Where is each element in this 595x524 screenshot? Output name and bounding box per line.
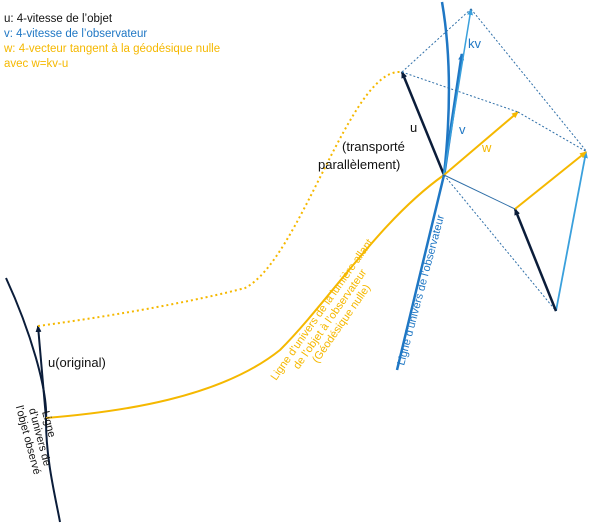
label-observer-worldline: Ligne d’univers de l’observateur xyxy=(395,213,447,366)
parallel-transport-dotted-path xyxy=(37,70,401,327)
legend: u: 4-vitesse de l’objet v: 4-vitesse de … xyxy=(4,12,220,72)
legend-w-line1: w: 4-vecteur tangent à la géodésique nul… xyxy=(4,43,221,55)
object-worldline xyxy=(5,277,61,523)
legend-u: u: 4-vitesse de l’objet xyxy=(4,13,113,25)
w-arrow xyxy=(443,111,519,176)
legend-v: v: 4-vitesse de l’observateur xyxy=(4,28,148,40)
lower-u-arrow xyxy=(513,208,558,312)
lower-kv-arrow xyxy=(555,151,588,312)
u-original-arrow xyxy=(35,325,47,419)
observer-worldline xyxy=(395,1,451,371)
label-w: w xyxy=(481,140,492,155)
construction-lines xyxy=(401,8,588,312)
light-geodesic xyxy=(45,174,445,419)
label-v: v xyxy=(459,122,466,137)
lower-w-arrow xyxy=(514,151,587,210)
label-u-transported-3: parallèlement) xyxy=(318,157,400,172)
label-object-worldline: Ligne d’univers de l’objet observé xyxy=(13,404,58,476)
label-light-worldline: Ligne d’univers de la lumière allant de … xyxy=(269,237,376,383)
label-u-transported-1: u xyxy=(410,120,417,135)
svg-text:Ligne d’univers de l’observate: Ligne d’univers de l’observateur xyxy=(395,213,447,366)
kv-arrow xyxy=(443,8,473,176)
u-transported-arrow xyxy=(400,71,446,176)
lower-cross-line xyxy=(443,174,516,210)
legend-w-line2: avec w=kv-u xyxy=(4,58,69,70)
label-kv: kv xyxy=(468,36,482,51)
label-u-original: u(original) xyxy=(48,355,106,370)
svg-text:de l’objet à l’observateur: de l’objet à l’observateur xyxy=(291,267,369,372)
label-u-transported-2: (transporté xyxy=(342,139,405,154)
